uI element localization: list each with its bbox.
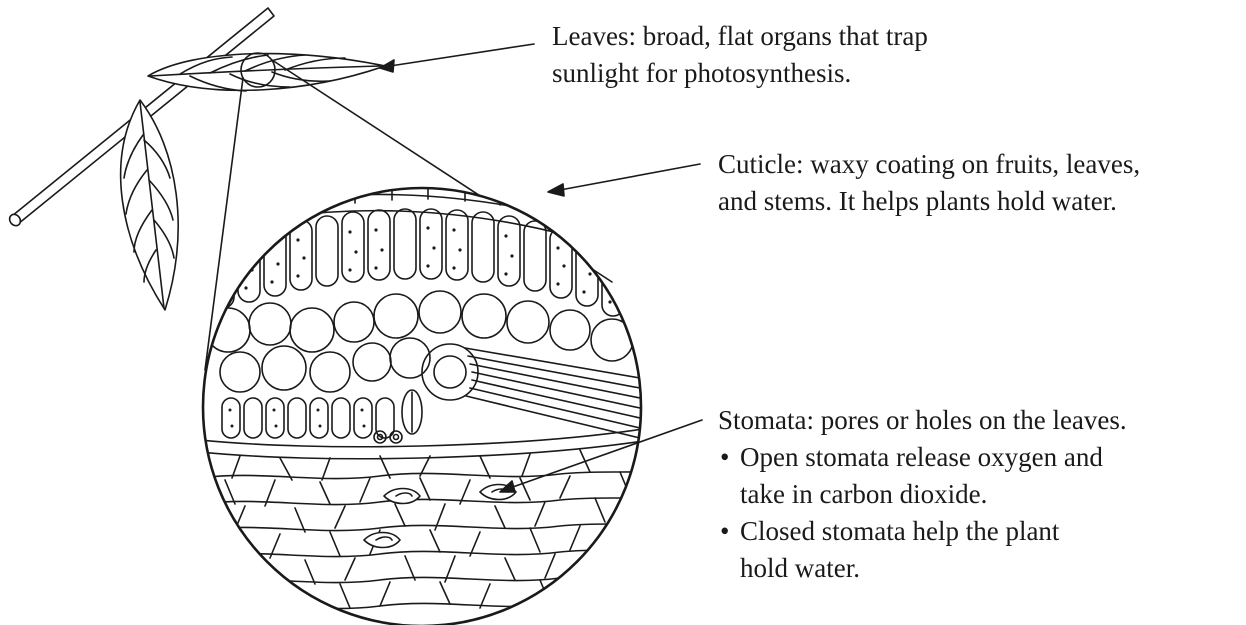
stomata-heading: Stomata: pores or holes on the leaves.	[718, 402, 1127, 439]
stomata-bullet-list: • Open stomata release oxygen and take i…	[718, 439, 1127, 587]
bullet-marker: •	[720, 513, 729, 550]
bullet-line-1: Open stomata release oxygen and	[740, 439, 1127, 476]
leaves-label-line-1: Leaves: broad, flat organs that trap	[552, 18, 928, 55]
bullet-line-1: Closed stomata help the plant	[740, 513, 1127, 550]
bullet-line-2: take in carbon dioxide.	[740, 476, 1127, 513]
lower-leaf	[121, 100, 178, 310]
cuticle-label-line-1: Cuticle: waxy coating on fruits, leaves,	[718, 146, 1140, 183]
stomata-bullet-closed: • Closed stomata help the plant hold wat…	[718, 513, 1127, 587]
leaves-label: Leaves: broad, flat organs that trap sun…	[552, 18, 928, 92]
cuticle-label-line-2: and stems. It helps plants hold water.	[718, 183, 1140, 220]
bullet-line-2: hold water.	[740, 550, 1127, 587]
stomata-label: Stomata: pores or holes on the leaves. •…	[718, 402, 1127, 587]
cuticle-label: Cuticle: waxy coating on fruits, leaves,…	[718, 146, 1140, 220]
leaves-pointer	[380, 44, 534, 72]
leaf-cross-section	[180, 180, 680, 625]
stomata-bullet-open: • Open stomata release oxygen and take i…	[718, 439, 1127, 513]
bullet-marker: •	[720, 439, 729, 476]
leaves-label-line-2: sunlight for photosynthesis.	[552, 55, 928, 92]
cuticle-pointer	[548, 164, 700, 196]
